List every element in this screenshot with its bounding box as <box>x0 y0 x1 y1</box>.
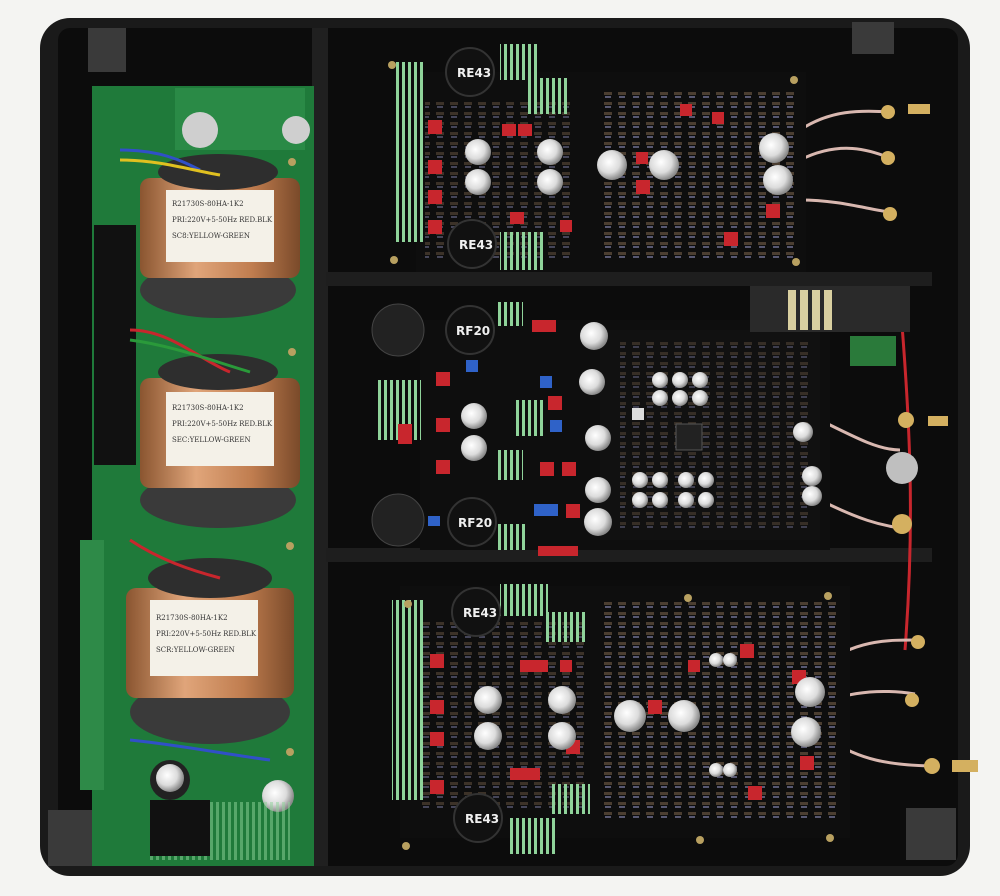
rca-jack <box>898 412 914 428</box>
transformer-3: R21730S-80HA-1K2 PRI:220V+5-50Hz RED.BLK… <box>126 558 294 744</box>
coax-input-board <box>850 336 896 366</box>
transformer-label-line: SCR:YELLOW-GREEN <box>156 646 235 654</box>
heatsink <box>508 818 556 854</box>
choke-inductor <box>445 305 495 355</box>
rca-jack <box>892 514 912 534</box>
rca-jack <box>924 758 940 774</box>
choke-inductor <box>453 793 503 843</box>
transformer-label-line: SEC:YELLOW-GREEN <box>172 436 251 444</box>
crystal-oscillator <box>632 408 644 420</box>
corner-bracket <box>48 810 92 866</box>
heatsink <box>394 62 424 242</box>
transformer-label-line: SC8:YELLOW-GREEN <box>172 232 250 240</box>
corner-bracket <box>88 28 126 72</box>
dac-chip <box>675 423 703 451</box>
rca-terminal <box>908 104 930 114</box>
heatsink <box>498 524 526 550</box>
heatsink <box>500 44 540 80</box>
star-heatsink <box>371 303 425 547</box>
transformer-label-line: R21730S-80HA-1K2 <box>156 614 228 622</box>
heatsink <box>495 302 523 326</box>
choke-label: RF20 <box>458 516 492 530</box>
choke-label: RE43 <box>457 66 491 80</box>
heatsink <box>515 400 543 436</box>
transformer-label-line: PRI:220V+5-50Hz RED.BLK <box>172 420 273 428</box>
middle-dac-board: RF20 RF20 <box>371 286 948 556</box>
corner-bracket <box>852 22 894 54</box>
heatsink <box>500 584 548 616</box>
heatsink <box>392 600 426 800</box>
choke-label: RE43 <box>465 812 499 826</box>
choke-label: RF20 <box>456 324 490 338</box>
transformer-label-line: R21730S-80HA-1K2 <box>172 200 244 208</box>
choke-label: RE43 <box>463 606 497 620</box>
chassis-divider <box>326 548 932 562</box>
rca-jack <box>911 635 925 649</box>
rca-terminal <box>952 760 978 772</box>
chassis-divider <box>312 28 328 866</box>
heatsink <box>528 78 568 114</box>
rca-jack <box>881 151 895 165</box>
choke-inductor <box>447 497 497 547</box>
rca-jack <box>905 693 919 707</box>
heatsink <box>550 784 590 814</box>
heatsink <box>495 450 523 480</box>
heatsink <box>500 232 544 270</box>
choke-label: RE43 <box>459 238 493 252</box>
transformer-label-line: R21730S-80HA-1K2 <box>172 404 244 412</box>
bottom-amp-board: RE43 RE43 <box>392 584 978 854</box>
choke-inductor <box>447 219 497 269</box>
transformer-label-line: PRI:220V+5-50Hz RED.BLK <box>172 216 273 224</box>
mounting-screws <box>286 61 834 850</box>
transformer-label-line: PRI:220V+5-50Hz RED.BLK <box>156 630 257 638</box>
rca-jack <box>883 207 897 221</box>
rca-jack <box>881 105 895 119</box>
choke-inductor <box>451 587 501 637</box>
chassis-divider <box>326 272 932 286</box>
optical-input <box>886 452 918 484</box>
corner-bracket <box>906 808 956 860</box>
transformer-2: R21730S-80HA-1K2 PRI:220V+5-50Hz RED.BLK… <box>140 354 300 528</box>
top-amp-board: RE43 RE43 <box>394 44 930 272</box>
transformer-1: R21730S-80HA-1K2 PRI:220V+5-50Hz RED.BLK… <box>140 154 300 318</box>
heatsink <box>546 612 586 642</box>
rca-terminal <box>928 416 948 426</box>
choke-inductor <box>445 47 495 97</box>
